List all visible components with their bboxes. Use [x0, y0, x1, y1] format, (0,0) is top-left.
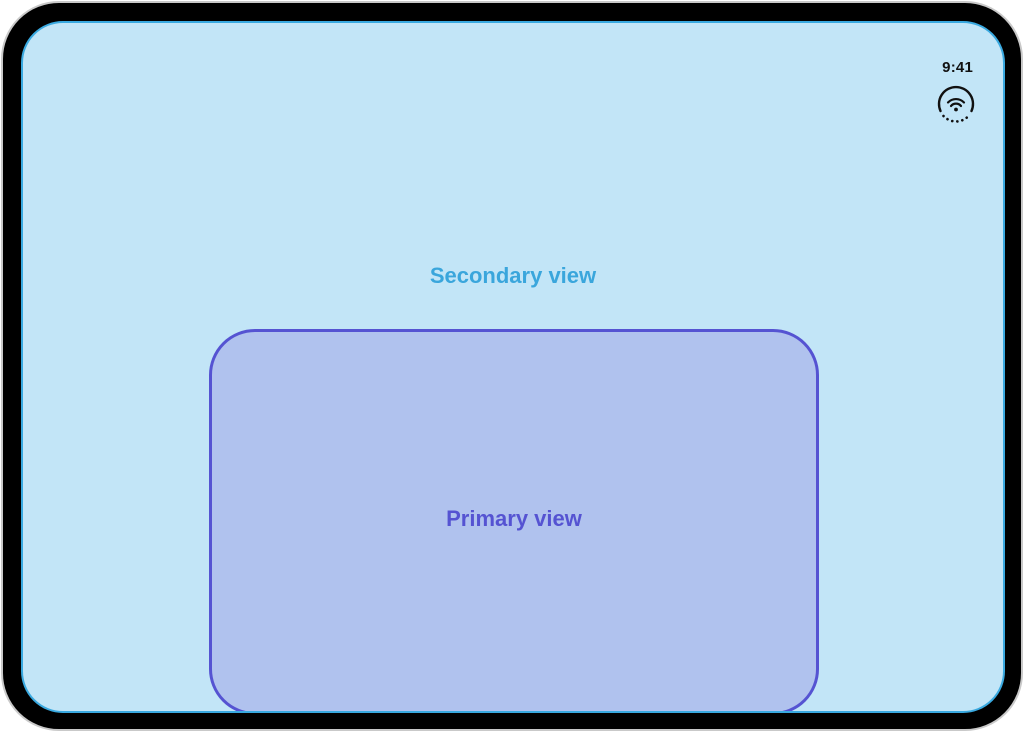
status-time: 9:41: [942, 59, 973, 76]
wifi-progress-icon: [935, 85, 977, 127]
secondary-view: 9:41 Secondary view Primary view: [21, 21, 1005, 713]
primary-view: Primary view: [209, 329, 819, 711]
primary-view-label: Primary view: [446, 506, 582, 531]
secondary-view-label: Secondary view: [429, 263, 597, 288]
